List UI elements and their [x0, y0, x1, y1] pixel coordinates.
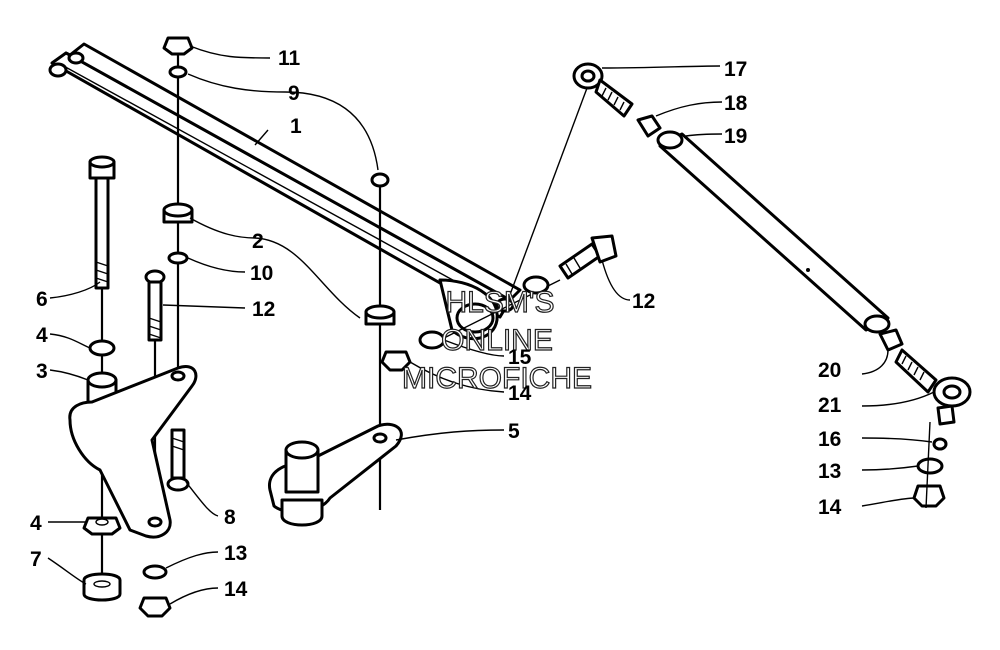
- label-10: 10: [250, 262, 273, 285]
- label-15: 15: [508, 346, 532, 369]
- bushing-part-16: [932, 437, 948, 451]
- washer-part-10: [167, 251, 189, 265]
- label-13-left: 13: [224, 542, 247, 565]
- label-9: 9: [288, 82, 300, 105]
- label-17: 17: [724, 58, 747, 81]
- washer-part-13-left: [142, 564, 168, 580]
- label-3: 3: [36, 360, 48, 383]
- watermark-line-1: HLSM'S: [445, 286, 554, 319]
- label-19: 19: [724, 125, 747, 148]
- label-12-left: 12: [252, 298, 275, 321]
- spacer-part-2-left: [162, 202, 194, 224]
- bolt-part-6: [88, 155, 116, 290]
- axis-line-right: [925, 421, 931, 509]
- pitman-arm-plate: [68, 365, 198, 539]
- watermark-line-3: MICROFICHE: [402, 362, 592, 395]
- watermark: HLSM'S ONLINE MICROFICHE: [401, 285, 592, 395]
- label-12-right: 12: [632, 290, 655, 313]
- nut-part-9: [370, 172, 390, 188]
- nut-part-14-right: [912, 484, 946, 508]
- watermark-line-2: ONLINE: [441, 324, 553, 357]
- bolt-part-12-right: [558, 234, 618, 280]
- leader-lines: [47, 45, 935, 605]
- bolt-part-8: [166, 428, 190, 492]
- part-labels: 11 9 1 2 10 12 6 4 3 8 4 13 7 14 15 14 5…: [30, 47, 842, 601]
- label-7: 7: [30, 548, 42, 571]
- label-13-right: 13: [818, 460, 841, 483]
- idler-arm-part-5: [268, 422, 403, 527]
- label-11: 11: [278, 47, 301, 70]
- spacer-part-2-right: [364, 304, 396, 326]
- tie-rod-tube-part-19: [656, 130, 891, 334]
- washer-part-4-upper: [88, 339, 116, 357]
- label-14-left: 14: [224, 578, 248, 601]
- label-20: 20: [818, 359, 841, 382]
- axis-line-rod-end: [507, 79, 591, 301]
- nut-part-11: [162, 36, 194, 56]
- label-6: 6: [36, 288, 48, 311]
- rod-end-part-17: [572, 62, 634, 118]
- washer-part-9-upper: [168, 65, 188, 79]
- label-8: 8: [224, 506, 236, 529]
- nut-part-14-left: [138, 596, 172, 618]
- label-2: 2: [252, 230, 264, 253]
- label-14-right: 14: [818, 496, 842, 519]
- label-5: 5: [508, 420, 520, 443]
- nut-part-4-lower: [82, 516, 122, 536]
- label-4-upper: 4: [36, 324, 48, 347]
- label-4-lower: 4: [30, 512, 42, 535]
- washer-part-12-right: [522, 275, 550, 295]
- label-16: 16: [818, 428, 841, 451]
- jam-nut-part-18: [636, 114, 662, 138]
- rod-end-part-21: [894, 348, 972, 426]
- nut-part-14-center: [380, 350, 412, 372]
- bolt-part-12-left: [144, 269, 166, 342]
- label-1: 1: [290, 115, 302, 138]
- jam-nut-part-20: [878, 328, 904, 352]
- steering-arm-part-1: [48, 42, 522, 341]
- label-21: 21: [818, 394, 842, 417]
- label-14-center: 14: [508, 382, 532, 405]
- nut-part-7: [82, 572, 122, 602]
- washer-part-13-right: [916, 457, 944, 475]
- label-18: 18: [724, 92, 748, 115]
